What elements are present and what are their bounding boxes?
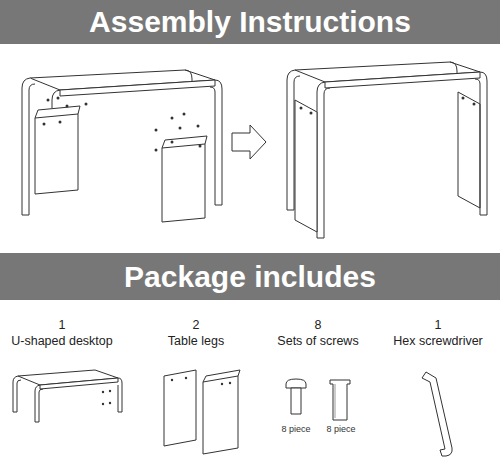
part-name: Sets of screws (277, 334, 358, 348)
step-arrow (232, 125, 266, 159)
part-name: Hex screwdriver (393, 334, 483, 348)
band-heading: Package includes (124, 260, 376, 294)
band-heading: Assembly Instructions (89, 5, 411, 39)
title-band: Package includes (0, 253, 500, 300)
piece-count: 8 piece (326, 424, 355, 434)
screw-part (286, 379, 350, 420)
quantity-number: 1 (59, 318, 66, 332)
desktop-part (13, 370, 122, 422)
title-band: Assembly Instructions (0, 0, 500, 44)
quantity-number: 2 (193, 318, 200, 332)
part-name: U-shaped desktop (11, 334, 112, 348)
quantity-number: 8 (315, 318, 322, 332)
assembled-table (287, 62, 487, 238)
hex-key-part (422, 372, 452, 456)
table-legs-part (164, 370, 240, 454)
piece-count: 8 piece (281, 424, 310, 434)
quantity-number: 1 (435, 318, 442, 332)
part-name: Table legs (168, 334, 224, 348)
exploded-table (22, 70, 222, 222)
